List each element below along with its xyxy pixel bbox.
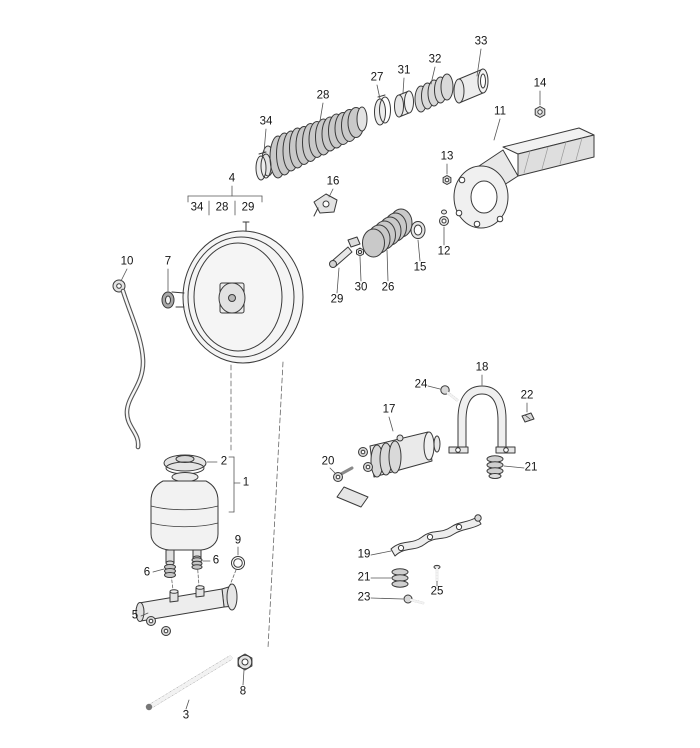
part-24-bolt: [440, 385, 459, 402]
part-7-grommet: [161, 291, 175, 309]
part-32-hose: [414, 73, 454, 113]
part-17-pump: [336, 431, 441, 508]
part-16-bracket: [313, 193, 338, 217]
part-30-nut: [356, 247, 364, 257]
part-11-pedal-bracket: [453, 127, 595, 229]
part-33-sleeve: [453, 68, 489, 104]
part-21-bushing-lower: [391, 568, 409, 588]
part-23-screw: [403, 594, 425, 605]
part-8-flange-nut: [237, 653, 253, 671]
part-25-screw: [433, 564, 441, 583]
part-20-fitting: [333, 466, 354, 482]
part-6-grommet-right: [191, 557, 203, 570]
part-9-o-ring: [231, 556, 245, 570]
part-21-bushing-right: [486, 455, 504, 479]
part-19-bracket-strap: [390, 514, 482, 557]
part-34-clamp: [255, 151, 272, 181]
part-1-reservoir: [150, 472, 219, 566]
part-22-clip: [521, 412, 535, 423]
part-14-nut: [534, 106, 546, 118]
part-28-bellows-boot: [261, 106, 368, 179]
part-3-stud-bolt: [145, 655, 233, 711]
part-26-boot: [362, 208, 413, 258]
part-13-nut: [442, 175, 452, 185]
part-4-brake-booster: [171, 221, 304, 364]
part-5-master-cylinder: [135, 583, 238, 636]
part-27-clamp: [374, 94, 391, 126]
part-12-retainer: [439, 209, 449, 226]
part-15-seal-ring: [410, 221, 426, 239]
part-2-reservoir-cap: [163, 454, 207, 475]
part-31-sleeve: [394, 90, 414, 118]
part-6-grommet-left: [164, 564, 176, 578]
leader-lines: [120, 48, 541, 710]
part-10-vacuum-hose: [112, 279, 146, 450]
part-18-bracket: [448, 385, 516, 454]
part-29-pushrod: [329, 236, 361, 268]
